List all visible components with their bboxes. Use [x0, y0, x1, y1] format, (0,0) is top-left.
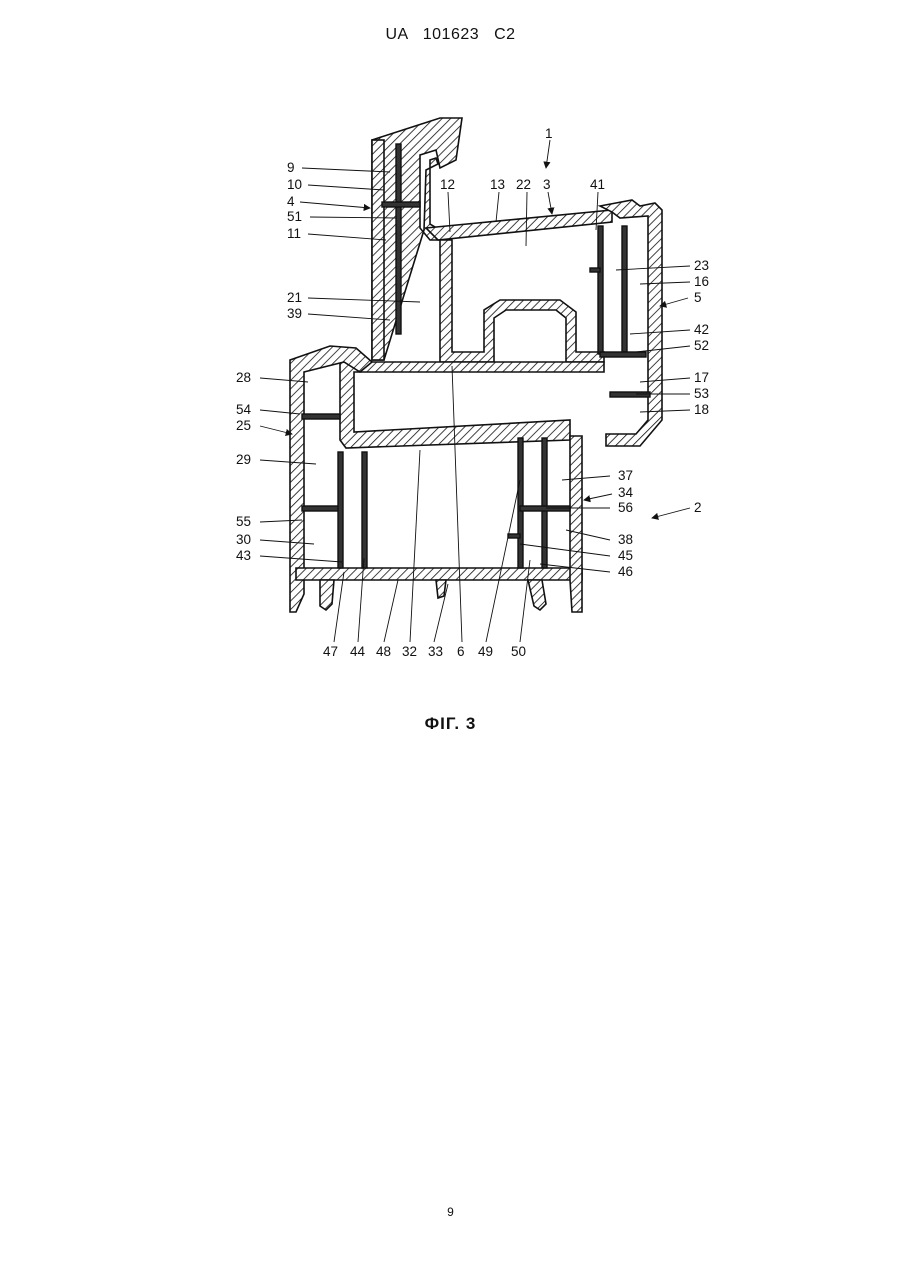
label-4: 4	[287, 194, 295, 209]
label-49: 49	[478, 644, 493, 659]
label-30: 30	[236, 532, 251, 547]
label-29: 29	[236, 452, 251, 467]
label-46: 46	[618, 564, 633, 579]
patent-drawing: 1 9 10 4 51 11 12 13 22 3 41 23 16 5 21 …	[0, 0, 901, 700]
label-56: 56	[618, 500, 633, 515]
label-16: 16	[694, 274, 709, 289]
label-34: 34	[618, 485, 634, 500]
label-25: 25	[236, 418, 251, 433]
label-42: 42	[694, 322, 709, 337]
label-38: 38	[618, 532, 633, 547]
label-41: 41	[590, 177, 605, 192]
label-52: 52	[694, 338, 709, 353]
label-1: 1	[545, 126, 553, 141]
label-10: 10	[287, 177, 302, 192]
label-17: 17	[694, 370, 709, 385]
label-50: 50	[511, 644, 526, 659]
label-37: 37	[618, 468, 633, 483]
label-47: 47	[323, 644, 338, 659]
label-32: 32	[402, 644, 417, 659]
label-53: 53	[694, 386, 709, 401]
label-12: 12	[440, 177, 455, 192]
label-22: 22	[516, 177, 531, 192]
label-44: 44	[350, 644, 366, 659]
frame-profile	[290, 346, 582, 612]
label-13: 13	[490, 177, 505, 192]
label-18: 18	[694, 402, 709, 417]
label-39: 39	[287, 306, 302, 321]
label-33: 33	[428, 644, 443, 659]
label-28: 28	[236, 370, 251, 385]
label-23: 23	[694, 258, 709, 273]
label-5: 5	[694, 290, 702, 305]
figure-caption: ФІГ. 3	[0, 714, 901, 734]
label-45: 45	[618, 548, 633, 563]
label-6: 6	[457, 644, 465, 659]
sash-profile	[340, 118, 662, 448]
label-21: 21	[287, 290, 302, 305]
label-3: 3	[543, 177, 551, 192]
label-51: 51	[287, 209, 302, 224]
label-9: 9	[287, 160, 295, 175]
label-11: 11	[287, 226, 301, 241]
label-55: 55	[236, 514, 251, 529]
label-43: 43	[236, 548, 251, 563]
label-54: 54	[236, 402, 252, 417]
label-2: 2	[694, 500, 702, 515]
label-48: 48	[376, 644, 391, 659]
page-number: 9	[0, 1205, 901, 1219]
